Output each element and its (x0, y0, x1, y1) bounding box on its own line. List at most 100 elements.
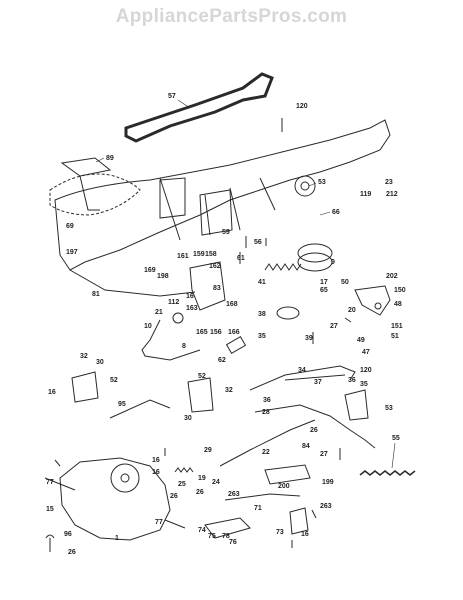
leader-89 (95, 157, 105, 163)
part-48: 48 (394, 301, 402, 308)
shift-bracket-199 (264, 464, 311, 485)
shaft-37 (284, 374, 346, 381)
idler-arm (354, 285, 391, 316)
part-16c: 16 (152, 457, 160, 464)
pin-96 (45, 534, 55, 552)
part-156: 156 (210, 329, 222, 336)
part-22: 22 (262, 449, 270, 456)
part-25: 25 (178, 481, 186, 488)
part-165: 165 (196, 329, 208, 336)
part-9: 9 (331, 259, 335, 266)
knob-21 (172, 312, 184, 324)
part-53b: 53 (385, 405, 393, 412)
part-83: 83 (213, 285, 221, 292)
part-263: 263 (228, 491, 240, 498)
part-62: 62 (218, 357, 226, 364)
drive-belt (124, 72, 274, 143)
part-10: 10 (144, 323, 152, 330)
part-1: 1 (115, 535, 119, 542)
part-26c: 26 (196, 489, 204, 496)
bracket-right (344, 389, 369, 421)
part-78: 78 (222, 533, 230, 540)
part-28: 28 (262, 409, 270, 416)
site-watermark-title: AppliancePartsPros.com (115, 6, 348, 27)
lever-8 (141, 319, 201, 361)
frame-box (159, 177, 186, 219)
leader-66 (319, 211, 331, 216)
part-81: 81 (92, 291, 100, 298)
part-47: 47 (362, 349, 370, 356)
bracket-73 (289, 507, 309, 535)
part-29: 29 (204, 447, 212, 454)
seat-bracket (60, 157, 112, 211)
part-71: 71 (254, 505, 262, 512)
part-120b: 120 (360, 367, 372, 374)
part-89: 89 (106, 155, 114, 162)
bracket-83 (189, 261, 226, 311)
part-212: 212 (386, 191, 398, 198)
part-52b: 52 (198, 373, 206, 380)
part-labels: 57 120 89 53 23 119 212 66 69 59 56 197 … (46, 93, 406, 556)
part-65: 65 (320, 287, 328, 294)
leader-57 (177, 99, 191, 109)
part-26b: 26 (170, 493, 178, 500)
part-76: 76 (229, 539, 237, 546)
part-112: 112 (168, 299, 179, 306)
part-16d: 16 (152, 469, 160, 476)
part-34: 34 (298, 367, 306, 374)
part-96: 96 (64, 531, 72, 538)
part-41: 41 (258, 279, 266, 286)
part-15: 15 (46, 506, 54, 513)
part-30b: 30 (184, 415, 192, 422)
part-198: 198 (157, 273, 169, 280)
clutch-pulley-base (297, 252, 333, 272)
upper-pulley-hub (300, 181, 310, 191)
leader-53 (308, 182, 317, 187)
main-rail (69, 269, 196, 297)
part-37: 37 (314, 379, 322, 386)
part-35b: 35 (360, 381, 368, 388)
brake-rod-28 (254, 404, 376, 449)
part-19: 19 (198, 475, 206, 482)
part-32: 32 (80, 353, 88, 360)
fender-curve (49, 173, 141, 216)
part-151: 151 (391, 323, 403, 330)
spring-19 (174, 467, 194, 473)
bolt-set (54, 118, 352, 548)
spring-55 (359, 470, 416, 476)
frame-inner (159, 177, 276, 241)
part-119: 119 (360, 191, 371, 198)
part-197: 197 (66, 249, 78, 256)
part-158: 158 (205, 251, 217, 258)
idler-pulley-38 (276, 306, 300, 320)
part-51: 51 (391, 333, 399, 340)
part-16e: 16 (301, 531, 309, 538)
transaxle-fan-hub (120, 473, 130, 483)
idler-arm-pivot (374, 302, 382, 310)
part-32b: 32 (225, 387, 233, 394)
part-75: 75 (208, 533, 216, 540)
parts-diagram: 57 120 89 53 23 119 212 66 69 59 56 197 … (44, 72, 416, 556)
part-77: 77 (46, 479, 54, 486)
part-38: 38 (258, 311, 266, 318)
clutch-pulley (297, 243, 333, 263)
part-59: 59 (222, 229, 230, 236)
part-23: 23 (385, 179, 393, 186)
part-35: 35 (258, 333, 266, 340)
part-200: 200 (278, 483, 290, 490)
part-159: 159 (193, 251, 205, 258)
transaxle-axle (44, 477, 186, 529)
frame-box-2 (199, 189, 233, 236)
bushing-62 (225, 335, 247, 355)
part-26d: 26 (68, 549, 76, 556)
part-50: 50 (341, 279, 349, 286)
part-162: 162 (209, 263, 221, 270)
part-36: 36 (263, 397, 271, 404)
part-199: 199 (322, 479, 334, 486)
part-161: 161 (177, 253, 189, 260)
part-57: 57 (168, 93, 176, 100)
part-95: 95 (118, 401, 126, 408)
part-169: 169 (144, 267, 156, 274)
bracket-30 (187, 377, 214, 413)
part-17: 17 (320, 279, 328, 286)
